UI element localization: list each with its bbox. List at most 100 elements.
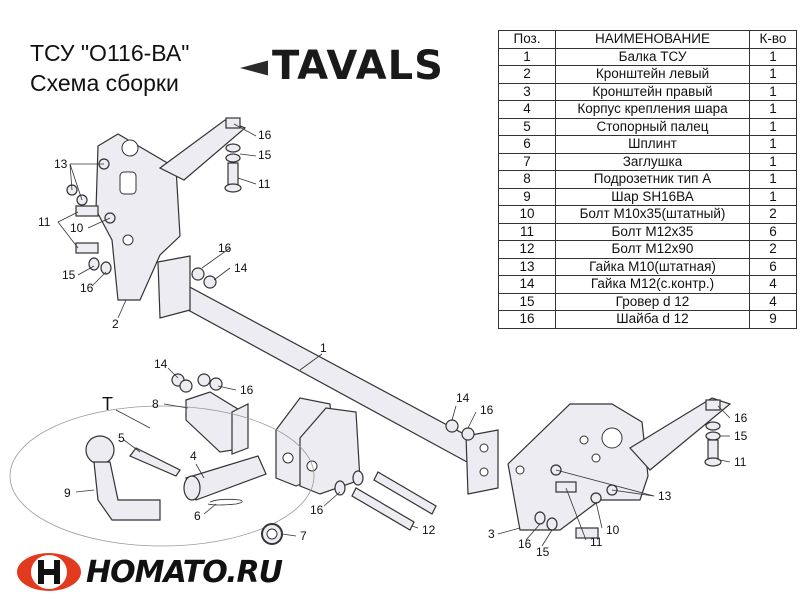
- cell-qty: 1: [749, 47, 797, 66]
- callout-T: T: [102, 394, 113, 414]
- cell-name: Подрозетник тип А: [555, 170, 750, 189]
- callout-5: 5: [118, 431, 125, 445]
- diagram-title: ТСУ "O116-ВА": [30, 40, 190, 66]
- callout-10-left: 10: [70, 221, 84, 235]
- left-bracket: [95, 119, 247, 301]
- tavals-logo-text: TAVALS: [268, 44, 448, 88]
- callout-2: 2: [112, 317, 119, 331]
- ball-housing: [183, 455, 267, 501]
- cell-pos: 6: [498, 135, 556, 154]
- plug-cap: [261, 523, 283, 545]
- cell-name: Гайка М10(штатная): [555, 257, 750, 276]
- cell-qty: 1: [749, 100, 797, 119]
- callout-11-far: 11: [734, 455, 747, 469]
- callout-11-top: 11: [258, 177, 271, 191]
- cell-name: Кронштейн левый: [555, 65, 750, 84]
- long-bolts: [334, 470, 437, 531]
- cell-pos: 2: [498, 65, 556, 84]
- callout-15-bottom: 15: [536, 545, 550, 559]
- cell-name: Болт М12х35: [555, 222, 750, 241]
- callout-16-socket: 16: [240, 383, 254, 397]
- callout-11-right: 11: [590, 535, 603, 549]
- cell-qty: 1: [749, 135, 797, 154]
- callout-13-left: 13: [54, 157, 68, 171]
- cell-pos: 11: [498, 222, 556, 241]
- cell-pos: 7: [498, 152, 556, 171]
- lock-pin: [129, 447, 181, 477]
- right-bracket: [507, 397, 732, 531]
- cell-pos: 4: [498, 100, 556, 119]
- tow-ball: [85, 435, 161, 521]
- cell-pos: 3: [498, 82, 556, 101]
- cell-name: Заглушка: [555, 152, 750, 171]
- cell-qty: 4: [749, 275, 797, 294]
- diagram-subtitle: Схема сборки: [30, 70, 179, 96]
- cell-pos: 8: [498, 170, 556, 189]
- callout-8: 8: [152, 397, 159, 411]
- callout-10-right: 10: [606, 523, 620, 537]
- cell-qty: 1: [749, 187, 797, 206]
- cell-name: Стопорный палец: [555, 117, 750, 136]
- cell-name: Гровер d 12: [555, 292, 750, 311]
- cell-qty: 1: [749, 65, 797, 84]
- cell-name: Корпус крепления шара: [555, 100, 750, 119]
- col-header-qty: К-во: [749, 30, 797, 49]
- callout-16-bolts: 16: [310, 503, 324, 517]
- cell-qty: 2: [749, 205, 797, 224]
- callout-13-right: 13: [658, 489, 672, 503]
- cell-qty: 1: [749, 82, 797, 101]
- callout-15-top: 15: [258, 148, 272, 162]
- callout-16-bottom: 16: [518, 537, 532, 551]
- callout-9: 9: [64, 486, 71, 500]
- left-hardware: [66, 117, 242, 275]
- callout-14-socket: 14: [154, 357, 168, 371]
- cell-pos: 10: [498, 205, 556, 224]
- cell-pos: 14: [498, 275, 556, 294]
- cell-pos: 1: [498, 47, 556, 66]
- cell-qty: 1: [749, 117, 797, 136]
- cell-name: Шплинт: [555, 135, 750, 154]
- table-header-row: Поз. НАИМЕНОВАНИЕ К-во: [498, 30, 797, 49]
- homato-logo-icon: [17, 553, 81, 591]
- cell-name: Болт М12х90: [555, 240, 750, 259]
- cell-pos: 16: [498, 310, 556, 329]
- cell-qty: 9: [749, 310, 797, 329]
- callout-16-top: 16: [258, 128, 272, 142]
- cell-qty: 1: [749, 152, 797, 171]
- callout-7: 7: [300, 529, 307, 543]
- callout-15-far: 15: [734, 429, 748, 443]
- cell-name: Кронштейн правый: [555, 82, 750, 101]
- callout-4: 4: [190, 449, 197, 463]
- col-header-name: НАИМЕНОВАНИЕ: [555, 30, 750, 49]
- cell-qty: 2: [749, 240, 797, 259]
- cell-name: Болт М10х35(штатный): [555, 205, 750, 224]
- callout-16-left: 16: [80, 281, 94, 295]
- cell-pos: 15: [498, 292, 556, 311]
- cell-pos: 12: [498, 240, 556, 259]
- cell-name: Гайка М12(с.контр.): [555, 275, 750, 294]
- cell-name: Балка ТСУ: [555, 47, 750, 66]
- callout-3: 3: [488, 527, 495, 541]
- cell-qty: 1: [749, 170, 797, 189]
- cell-name: Шар SH16ВА: [555, 187, 750, 206]
- beam-hardware: [191, 267, 475, 441]
- callout-14-mid: 14: [234, 261, 248, 275]
- callout-1: 1: [320, 341, 327, 355]
